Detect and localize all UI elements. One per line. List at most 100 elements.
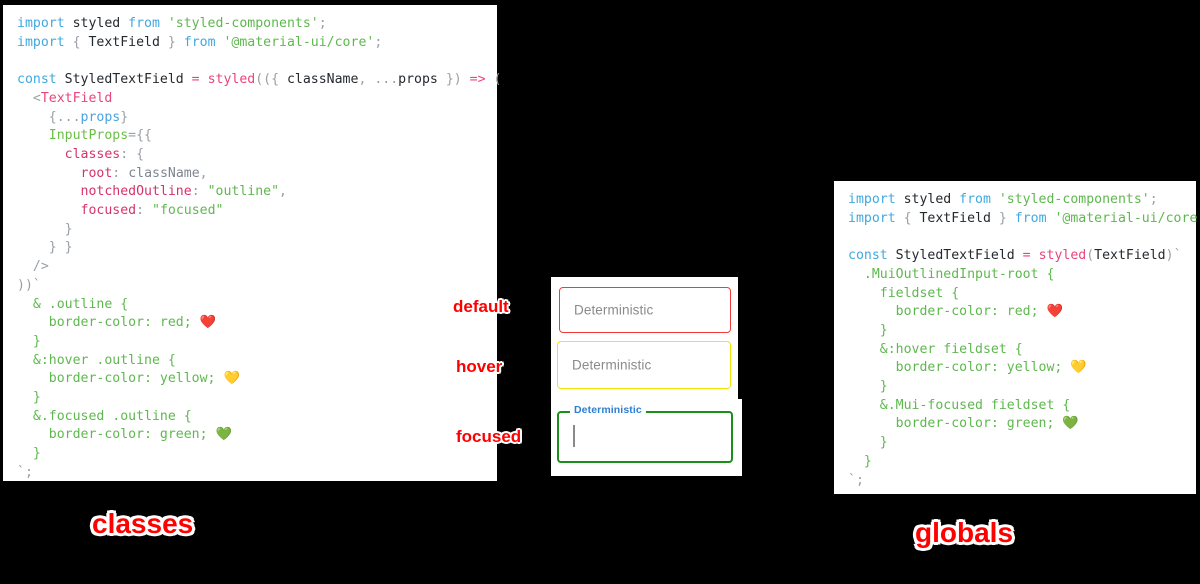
code-token: &.Mui-focused fieldset { [848,397,1071,413]
code-line [17,52,497,71]
code-token: : [112,165,129,181]
code-line: import styled from 'styled-components'; [848,191,1196,210]
code-token: } [17,390,41,406]
code-token: } [120,109,129,125]
code-token: } [17,221,73,237]
code-token: from [951,192,999,207]
code-token: const [848,248,896,264]
code-panel-globals: import styled from 'styled-components';i… [834,181,1200,494]
code-line: } [848,434,1196,453]
code-token: TextField [1094,248,1166,264]
code-token: } [998,210,1007,226]
code-token: )` [1165,248,1182,264]
code-line: import styled from 'styled-components'; [17,15,497,34]
textfield-hover[interactable]: Deterministic [557,341,731,389]
code-token: } [437,72,454,88]
code-line: root: className, [17,165,497,184]
code-token: {... [17,109,81,125]
code-token: TextField [911,210,999,226]
code-token: from [175,34,224,50]
code-line: import { TextField } from '@material-ui/… [848,210,1200,229]
code-line: border-color: green; 💚 [17,426,497,445]
code-token: root [80,165,113,181]
code-token: ❤️ [199,315,217,331]
code-token: 💚 [1062,416,1079,432]
textfield-demo-lower: Deterministic [551,399,742,476]
code-token: className [286,72,359,88]
code-line: border-color: red; ❤️ [17,314,497,333]
code-token: 'styled-components' [167,16,319,31]
code-line: fieldset { [848,285,1196,304]
code-line: } } [17,239,497,258]
code-token: import [17,16,73,31]
code-panel-classes: import styled from 'styled-components';i… [3,5,501,481]
code-token: border-color: yellow; [848,360,1071,376]
code-token: styled [1038,248,1087,264]
code-token: border-color: green; [17,427,216,443]
code-token [17,184,81,199]
code-token: /> [17,259,49,275]
code-line: &:hover .outline { [17,352,497,371]
code-token: => [469,72,486,88]
code-token: < [17,90,41,106]
code-token: } [848,379,888,395]
code-token: } [848,435,888,451]
code-token: StyledTextField [895,248,1015,264]
code-token: } [848,453,872,469]
textfield-default-placeholder: Deterministic [574,302,654,318]
code-line: } [848,322,1196,341]
code-token: ; [318,16,327,31]
code-token: "outline" [207,184,280,200]
code-token: classes [64,146,121,162]
code-line [848,228,1196,247]
code-line: border-color: green; 💚 [848,415,1196,434]
textfield-focused[interactable]: Deterministic [557,405,733,463]
code-token: { [72,34,81,50]
code-line: ))` [17,277,497,296]
code-token: "focused" [152,203,224,219]
code-token: : [191,184,208,200]
code-token: } [848,322,888,338]
code-token: : [136,203,152,219]
code-token: { [903,210,912,226]
code-line: } [17,389,497,408]
code-token: `; [848,472,864,488]
code-token: '@material-ui/core' [1054,210,1200,226]
code-line: } [848,378,1196,397]
code-token: InputProps [48,128,129,144]
code-line: } [17,445,497,464]
code-token: 'styled-components' [998,192,1150,207]
code-line: /> [17,258,497,277]
code-token: ❤️ [1046,304,1063,320]
code-token [17,203,81,218]
code-token: import [848,192,904,207]
code-token: 💛 [1070,360,1087,376]
code-token: TextField [40,90,113,106]
code-token: &:hover .outline { [17,352,176,368]
code-token: } [167,34,176,50]
code-line: & .outline { [17,296,497,315]
code-token: 💛 [223,371,240,387]
code-line: const StyledTextField = styled(({ classN… [17,71,501,90]
textfield-default[interactable]: Deterministic [559,287,731,333]
code-token: ; [374,34,383,50]
code-token: .MuiOutlinedInput-root { [848,266,1055,282]
code-line: border-color: red; ❤️ [848,303,1196,322]
code-token: { [271,72,287,88]
code-line: focused: "focused" [17,202,497,221]
code-token: notchedOutline [80,184,192,200]
code-token: border-color: green; [848,416,1063,432]
code-line: `; [848,472,1196,491]
code-token: import [848,210,904,226]
code-line: notchedOutline: "outline", [17,183,497,202]
code-token: styled [207,72,256,88]
code-line: import { TextField } from '@material-ui/… [17,34,497,53]
code-token [17,128,49,143]
code-token: : { [120,146,145,162]
code-token: '@material-ui/core' [223,34,375,50]
code-line: &.focused .outline { [17,408,497,427]
code-line: border-color: yellow; 💛 [848,359,1196,378]
code-token: className [128,165,200,181]
code-token: ... [374,72,399,88]
code-token: & .outline { [17,296,129,312]
